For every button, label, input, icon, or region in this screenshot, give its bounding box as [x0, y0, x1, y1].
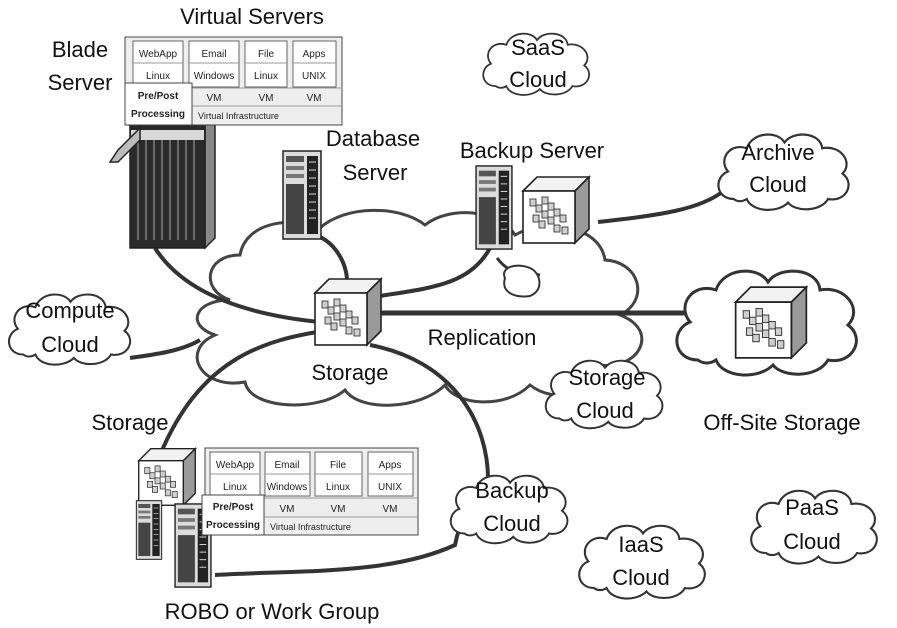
virtual-servers-label: Virtual Servers	[180, 4, 324, 29]
central-storage-label: Storage	[311, 360, 388, 385]
backup-to-archive-line	[597, 188, 727, 224]
vm-app-1: WebApp	[139, 49, 178, 60]
blade-server	[108, 113, 217, 250]
robo-prepost-label: Pre/Post	[213, 502, 254, 513]
vm-os-4: UNIX	[302, 71, 326, 82]
compute-cloud-line	[129, 338, 202, 360]
blade-to-storage-line	[153, 246, 321, 324]
robo-app-2: Email	[274, 460, 299, 471]
blade-label: Blade	[52, 37, 108, 62]
database-label: Database	[326, 126, 420, 151]
backup-storage-icon	[522, 176, 590, 244]
robo-label: ROBO or Work Group	[165, 599, 380, 624]
server-label: Server	[48, 70, 113, 95]
vm-label-3: VM	[259, 93, 274, 104]
storage-cloud-label-1: Storage	[568, 365, 645, 390]
vm-label-2: VM	[207, 93, 222, 104]
storage-to-robo-line	[158, 328, 331, 456]
robo-virtual-infrastructure-label: Virtual Infrastructure	[270, 522, 351, 532]
vm-app-2: Email	[201, 49, 226, 60]
robo-storage-icon	[137, 447, 197, 507]
robo-app-4: Apps	[379, 460, 402, 471]
storage-to-backup-line	[379, 247, 492, 298]
replication-label: Replication	[428, 325, 537, 350]
robo-server-icon-1	[135, 500, 163, 560]
robo-vm-3: VM	[331, 504, 346, 515]
archive-label-1: Archive	[741, 140, 814, 165]
left-storage-label: Storage	[91, 410, 168, 435]
saas-label-1: SaaS	[511, 35, 565, 60]
small-cloud-icon	[503, 264, 541, 298]
iaas-label-1: IaaS	[618, 532, 663, 557]
robo-vm-4: VM	[383, 504, 398, 515]
robo-os-2: Windows	[267, 482, 308, 493]
virtual-infrastructure-label: Virtual Infrastructure	[198, 111, 279, 121]
iaas-label-2: Cloud	[612, 565, 669, 590]
database-server-label: Server	[343, 160, 408, 185]
central-storage-icon	[314, 278, 382, 346]
database-server-icon	[282, 150, 322, 240]
storage-to-backup-cloud-line	[369, 343, 491, 486]
robo-vm-panel: WebApp Email File Apps Linux Windows Lin…	[201, 447, 419, 536]
robo-processing-label: Processing	[206, 520, 260, 531]
compute-label-2: Cloud	[41, 332, 98, 357]
processing-label: Processing	[131, 109, 185, 120]
archive-label-2: Cloud	[749, 172, 806, 197]
offsite-storage-icon	[734, 286, 808, 359]
robo-vm-2: VM	[280, 504, 295, 515]
virtual-servers-panel: WebApp Email File Apps Linux Windows Lin…	[124, 36, 343, 126]
paas-label-1: PaaS	[785, 495, 839, 520]
robo-os-1: Linux	[223, 482, 247, 493]
vm-app-3: File	[258, 49, 275, 60]
backup-server-icon	[475, 165, 513, 250]
offsite-storage-label: Off-Site Storage	[703, 410, 860, 435]
saas-label-2: Cloud	[509, 67, 566, 92]
vm-os-3: Linux	[254, 71, 278, 82]
backup-server-label: Backup Server	[460, 138, 604, 163]
backup-cloud-label-2: Cloud	[483, 511, 540, 536]
robo-os-4: UNIX	[378, 482, 402, 493]
backup-cloud-label-1: Backup	[475, 478, 548, 503]
vm-label-4: VM	[307, 93, 322, 104]
robo-os-3: Linux	[326, 482, 350, 493]
vm-app-4: Apps	[303, 49, 326, 60]
paas-label-2: Cloud	[783, 529, 840, 554]
connection-lines	[129, 188, 738, 577]
compute-label-1: Compute	[25, 298, 114, 323]
robo-app-1: WebApp	[216, 460, 255, 471]
prepost-label: Pre/Post	[138, 91, 179, 102]
network-cloud	[195, 208, 644, 407]
vm-os-1: Linux	[146, 71, 170, 82]
storage-cloud-label-2: Cloud	[576, 398, 633, 423]
robo-app-3: File	[330, 460, 347, 471]
vm-os-2: Windows	[194, 71, 235, 82]
